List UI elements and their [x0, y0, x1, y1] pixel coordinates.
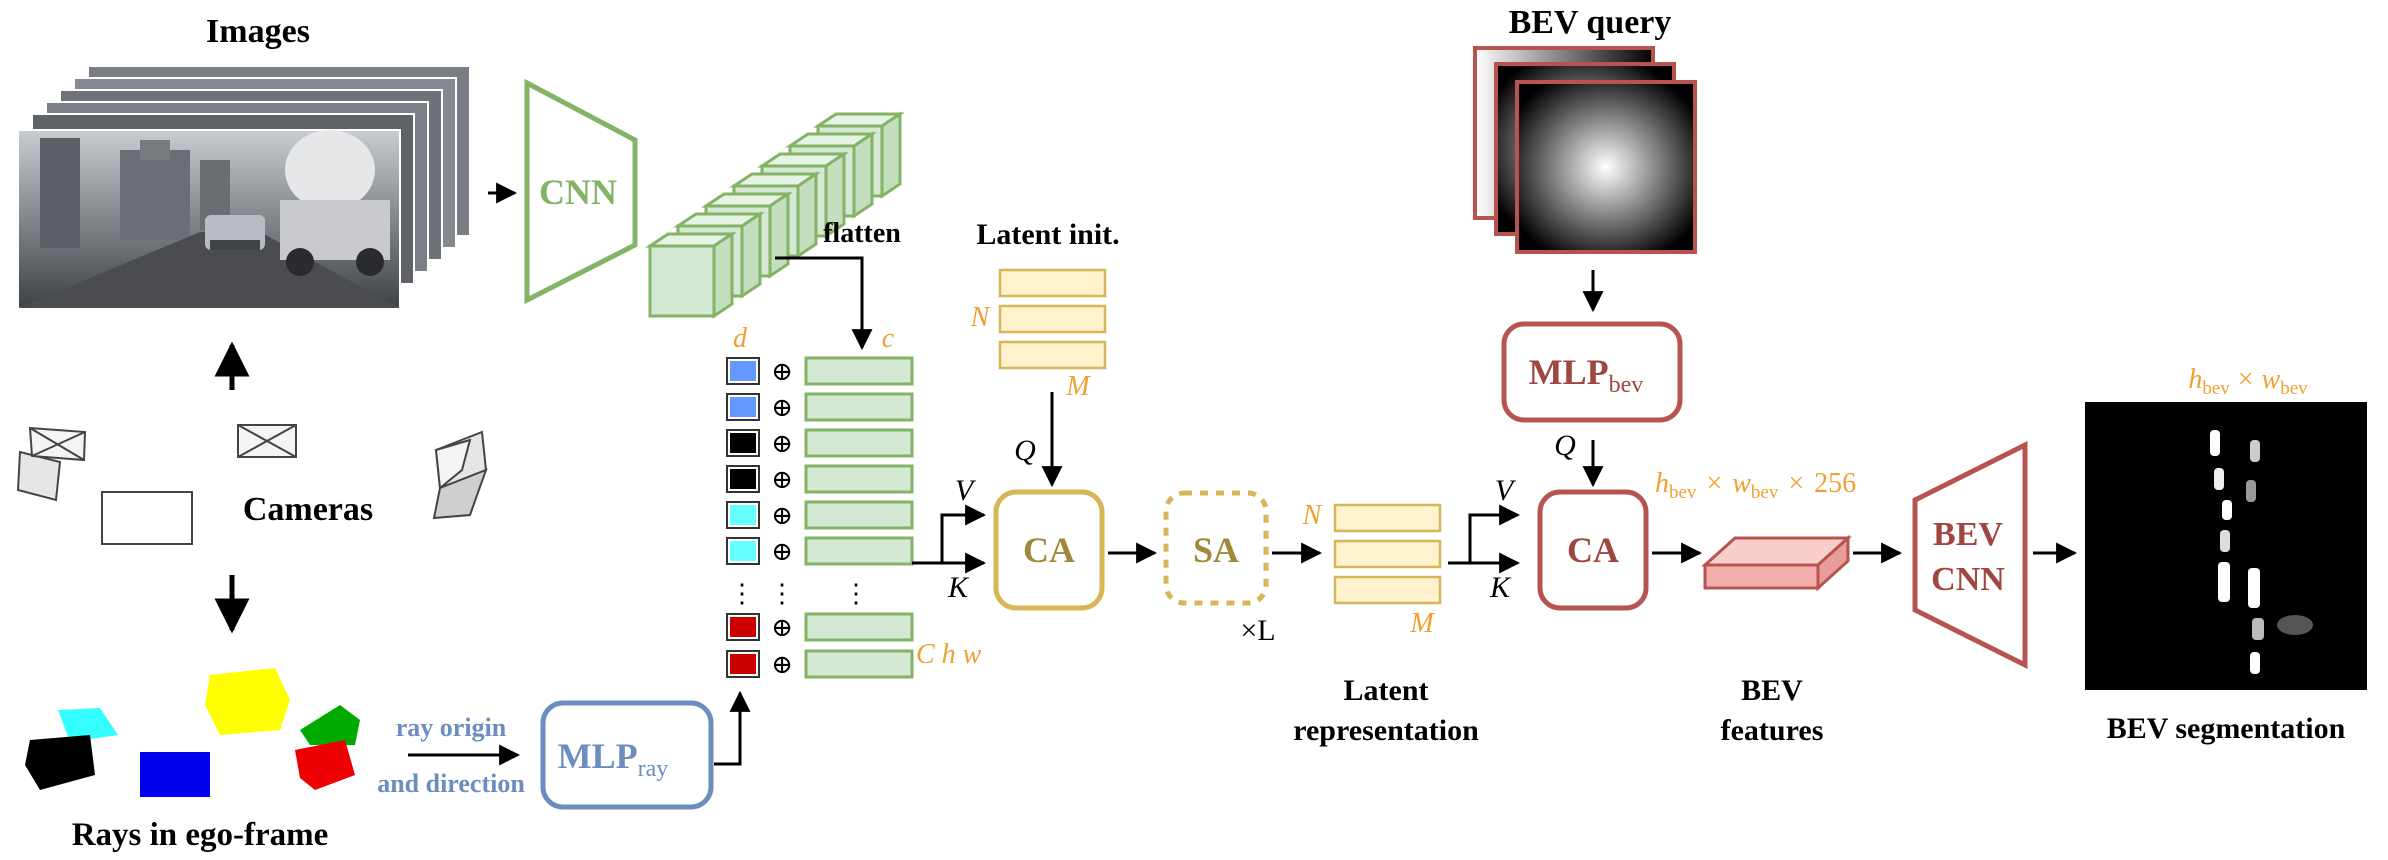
latent-representation-stack: [1333, 503, 1442, 605]
oplus-symbol: ⊕: [771, 429, 793, 458]
rays-label: Rays in ego-frame: [72, 817, 329, 853]
oplus-symbol: ⊕: [771, 613, 793, 642]
mlp-ray-arrow: [714, 690, 751, 766]
seg-dims-label: hbev×wbev: [2188, 364, 2308, 399]
ray-note-2: and direction: [377, 769, 525, 798]
token-row: ⊕: [726, 612, 914, 642]
latent-init-stack: [998, 268, 1107, 370]
bev-query-label: BEV query: [1509, 4, 1672, 41]
V-label-2: V: [1495, 474, 1517, 507]
front-camera-image: [17, 129, 401, 309]
V-label-1: V: [955, 474, 977, 507]
ray-note-1: ray origin: [396, 713, 507, 742]
ca-label-1: CA: [1023, 530, 1075, 570]
latent-init-label: Latent init.: [976, 218, 1119, 251]
token-row: ⊕: [726, 500, 914, 530]
token-embedding: [804, 464, 914, 494]
bev-features-slab: [1701, 534, 1852, 592]
chw-label: C h w: [916, 639, 982, 670]
N-label-1: N: [970, 302, 991, 333]
bev-cnn-line1: BEV: [1933, 516, 2003, 553]
flatten-arrow: [775, 256, 873, 351]
cnn-block: [524, 78, 638, 305]
camera-icon: [16, 424, 488, 545]
sa-label: SA: [1193, 530, 1239, 570]
c-label: c: [882, 323, 895, 354]
oplus-symbol: ⊕: [771, 537, 793, 566]
cameras-label: Cameras: [243, 491, 373, 528]
feature-maps: [645, 111, 905, 319]
M-label-1: M: [1065, 371, 1091, 402]
token-row: ⊕: [726, 536, 914, 566]
bev-cnn-block: [1912, 440, 2028, 670]
flatten-label: flatten: [823, 218, 901, 249]
mlp-ray-block: [540, 700, 714, 810]
token-embedding: [804, 356, 914, 386]
K-label-2: K: [1489, 571, 1512, 604]
oplus-symbol: ⊕: [771, 357, 793, 386]
d-label: d: [733, 323, 748, 354]
vdots: ⋮: [843, 579, 869, 608]
Q-label-2: Q: [1554, 429, 1576, 462]
v-arrow-1: [912, 504, 987, 565]
sa-block: [1163, 490, 1269, 606]
token-row: ⊕: [726, 392, 914, 422]
ca-block-2: [1537, 489, 1649, 611]
segmentation-map: [2085, 402, 2367, 690]
bev-features-line1: BEV: [1741, 674, 1803, 707]
token-embedding: [804, 612, 914, 642]
oplus-symbol: ⊕: [771, 465, 793, 494]
token-rows: ⊕ ⊕ ⊕ ⊕ ⊕ ⊕ ⊕ ⊕ ⋮ ⋮ ⋮: [726, 356, 914, 679]
token-embedding: [804, 536, 914, 566]
times-l-label: ×L: [1240, 614, 1275, 647]
v-arrow-2: [1448, 504, 1521, 565]
token-row: ⊕: [726, 464, 914, 494]
oplus-symbol: ⊕: [771, 650, 793, 679]
feature-cube: [645, 231, 737, 319]
vdots: ⋮: [769, 579, 795, 608]
token-embedding: [804, 500, 914, 530]
ca-block-1: [993, 489, 1105, 611]
bev-seg-label: BEV segmentation: [2107, 712, 2346, 745]
bev-cnn-line2: CNN: [1931, 561, 2005, 598]
vdots: ⋮: [729, 579, 755, 608]
ca-label-2: CA: [1567, 530, 1619, 570]
mlp-bev-label: MLPbev: [1529, 352, 1644, 398]
token-row: ⊕: [726, 649, 914, 679]
latent-rep-line2: representation: [1293, 714, 1479, 747]
image-stack: [17, 65, 471, 309]
bev-query-gradient: [1473, 46, 1697, 254]
ray-blob: [25, 668, 360, 797]
oplus-symbol: ⊕: [771, 501, 793, 530]
K-label-1: K: [947, 571, 970, 604]
token-row: ⊕: [726, 356, 914, 386]
mlp-bev-block: [1501, 321, 1683, 423]
cnn-label: CNN: [539, 172, 617, 212]
M-label-2: M: [1409, 608, 1435, 639]
oplus-symbol: ⊕: [771, 393, 793, 422]
mlp-ray-label: MLPray: [558, 736, 669, 782]
token-embedding: [804, 428, 914, 458]
token-embedding: [804, 649, 914, 679]
images-label: Images: [206, 13, 310, 50]
bev-dims-label: hbev×wbev×256: [1655, 468, 1856, 503]
token-row: ⊕: [726, 428, 914, 458]
N-label-2: N: [1302, 500, 1323, 531]
token-embedding: [804, 392, 914, 422]
latent-rep-line1: Latent: [1344, 674, 1429, 707]
bev-features-line2: features: [1721, 714, 1824, 747]
Q-label-1: Q: [1014, 434, 1036, 467]
